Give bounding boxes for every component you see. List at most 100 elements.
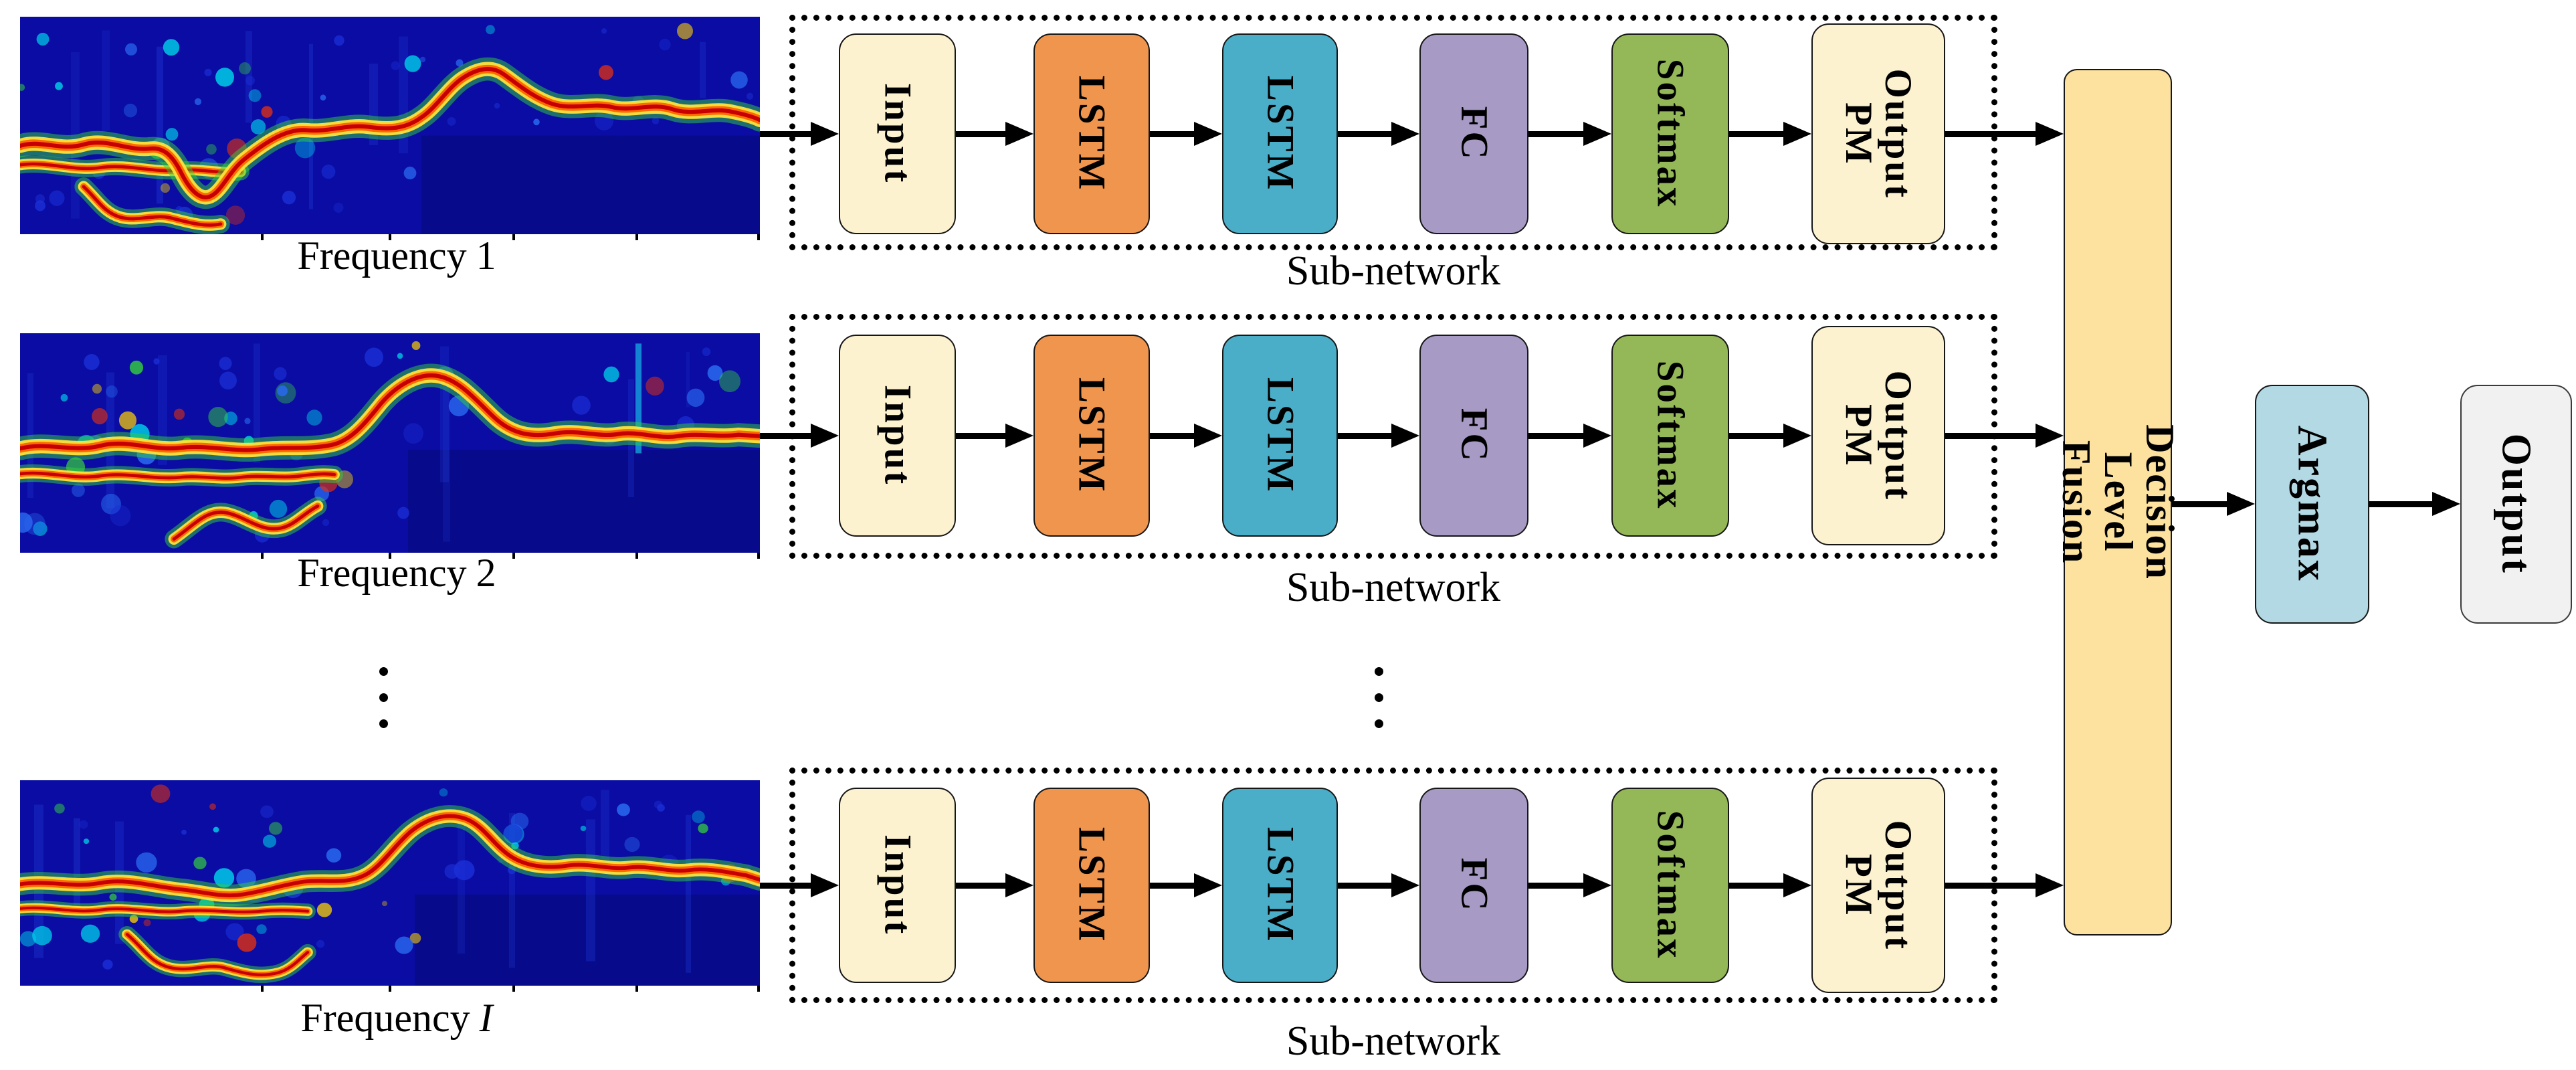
flow-arrow bbox=[1945, 873, 2064, 897]
decision-level-fusion-block: Decision Level Fusion bbox=[2054, 69, 2182, 935]
flow-arrow bbox=[1945, 122, 2064, 146]
spectrogram-image-1 bbox=[20, 17, 760, 234]
flow-arrow bbox=[1528, 122, 1611, 146]
caption-subnetwork-2: Sub-network bbox=[1286, 565, 1501, 610]
axis-tick bbox=[635, 553, 639, 559]
axis-tick bbox=[635, 986, 639, 992]
fc-label-row3: FC bbox=[1453, 858, 1496, 913]
output-pm-label-row1: Output PM bbox=[1838, 68, 1920, 199]
spectrogram-image-2 bbox=[20, 333, 760, 553]
input-block-row3: Input bbox=[839, 788, 956, 983]
lstm2-block-row2: LSTM bbox=[1222, 335, 1338, 537]
caption-frequency-1-index: 1 bbox=[476, 234, 496, 278]
flow-arrow bbox=[956, 873, 1033, 897]
softmax-label-row1: Softmax bbox=[1649, 59, 1692, 209]
softmax-block-row3: Softmax bbox=[1611, 788, 1729, 983]
output-pm-label-row2: Output PM bbox=[1838, 370, 1920, 501]
flow-arrow bbox=[956, 424, 1033, 448]
axis-tick bbox=[635, 234, 639, 240]
axis-tick bbox=[757, 234, 760, 240]
caption-frequency-I-text: Frequency bbox=[300, 996, 470, 1040]
flow-arrow bbox=[1729, 424, 1811, 448]
lstm1-label-row2: LSTM bbox=[1070, 377, 1113, 494]
input-label-row3: Input bbox=[876, 834, 919, 936]
lstm2-block-row3: LSTM bbox=[1222, 788, 1338, 983]
flow-arrow bbox=[2172, 492, 2255, 516]
spectrogram-image-3 bbox=[20, 780, 760, 986]
caption-subnetwork-1: Sub-network bbox=[1286, 248, 1501, 294]
softmax-label-row3: Softmax bbox=[1649, 810, 1692, 960]
flow-arrow bbox=[956, 122, 1033, 146]
flow-arrow bbox=[1528, 873, 1611, 897]
flow-arrow bbox=[760, 873, 839, 897]
flow-arrow bbox=[760, 424, 839, 448]
lstm2-block-row1: LSTM bbox=[1222, 33, 1338, 234]
lstm1-block-row1: LSTM bbox=[1033, 33, 1150, 234]
flow-arrow bbox=[1338, 122, 1419, 146]
flow-arrow bbox=[1150, 424, 1222, 448]
axis-tick bbox=[757, 553, 760, 559]
lstm1-block-row2: LSTM bbox=[1033, 335, 1150, 537]
spectrogram-frequency-2 bbox=[20, 333, 760, 553]
input-label-row1: Input bbox=[876, 83, 919, 185]
lstm1-label-row3: LSTM bbox=[1070, 827, 1113, 944]
softmax-block-row1: Softmax bbox=[1611, 33, 1729, 234]
flow-arrow bbox=[1338, 424, 1419, 448]
vertical-ellipsis-left bbox=[379, 667, 389, 745]
caption-frequency-2-index: 2 bbox=[476, 551, 496, 595]
axis-tick bbox=[260, 553, 264, 559]
flow-arrow bbox=[760, 122, 839, 146]
fc-block-row3: FC bbox=[1419, 788, 1528, 983]
fc-label-row1: FC bbox=[1453, 106, 1496, 161]
lstm1-block-row3: LSTM bbox=[1033, 788, 1150, 983]
flow-arrow bbox=[1945, 424, 2064, 448]
axis-tick bbox=[512, 986, 515, 992]
flow-arrow bbox=[1729, 873, 1811, 897]
output-pm-block-row1: Output PM bbox=[1811, 23, 1945, 244]
spectrogram-frequency-I bbox=[20, 780, 760, 986]
axis-tick bbox=[757, 986, 760, 992]
lstm2-label-row3: LSTM bbox=[1259, 827, 1302, 944]
flow-arrow bbox=[1729, 122, 1811, 146]
lstm2-label-row2: LSTM bbox=[1259, 377, 1302, 494]
spectrogram-frequency-1 bbox=[20, 17, 760, 234]
output-pm-label-row3: Output PM bbox=[1838, 820, 1920, 951]
input-block-row1: Input bbox=[839, 33, 956, 234]
lstm1-label-row1: LSTM bbox=[1070, 76, 1113, 192]
caption-frequency-2-text: Frequency bbox=[297, 551, 467, 595]
softmax-label-row2: Softmax bbox=[1649, 361, 1692, 511]
softmax-block-row2: Softmax bbox=[1611, 335, 1729, 537]
output-pm-block-row3: Output PM bbox=[1811, 778, 1945, 993]
axis-tick bbox=[512, 234, 515, 240]
caption-frequency-1-text: Frequency bbox=[297, 234, 467, 278]
caption-frequency-I-index: I bbox=[479, 996, 493, 1040]
argmax-block: Argmax bbox=[2255, 385, 2369, 624]
final-output-block: Output bbox=[2460, 385, 2572, 624]
axis-tick bbox=[512, 553, 515, 559]
fc-block-row1: FC bbox=[1419, 33, 1528, 234]
axis-tick bbox=[389, 986, 391, 992]
flow-arrow bbox=[1150, 122, 1222, 146]
flow-arrow bbox=[1528, 424, 1611, 448]
output-pm-block-row2: Output PM bbox=[1811, 326, 1945, 545]
argmax-label: Argmax bbox=[2289, 426, 2335, 583]
fc-block-row2: FC bbox=[1419, 335, 1528, 537]
lstm2-label-row1: LSTM bbox=[1259, 76, 1302, 192]
axis-tick bbox=[389, 553, 391, 559]
flow-arrow bbox=[2369, 492, 2460, 516]
input-label-row2: Input bbox=[876, 385, 919, 486]
axis-tick bbox=[260, 986, 264, 992]
input-block-row2: Input bbox=[839, 335, 956, 537]
caption-subnetwork-3: Sub-network bbox=[1286, 1018, 1501, 1064]
flow-arrow bbox=[1338, 873, 1419, 897]
fc-label-row2: FC bbox=[1453, 408, 1496, 463]
decision-level-fusion-label: Decision Level Fusion bbox=[2054, 424, 2182, 580]
axis-tick bbox=[260, 234, 264, 240]
flow-arrow bbox=[1150, 873, 1222, 897]
final-output-label: Output bbox=[2493, 434, 2539, 575]
vertical-ellipsis-center bbox=[1375, 667, 1384, 745]
